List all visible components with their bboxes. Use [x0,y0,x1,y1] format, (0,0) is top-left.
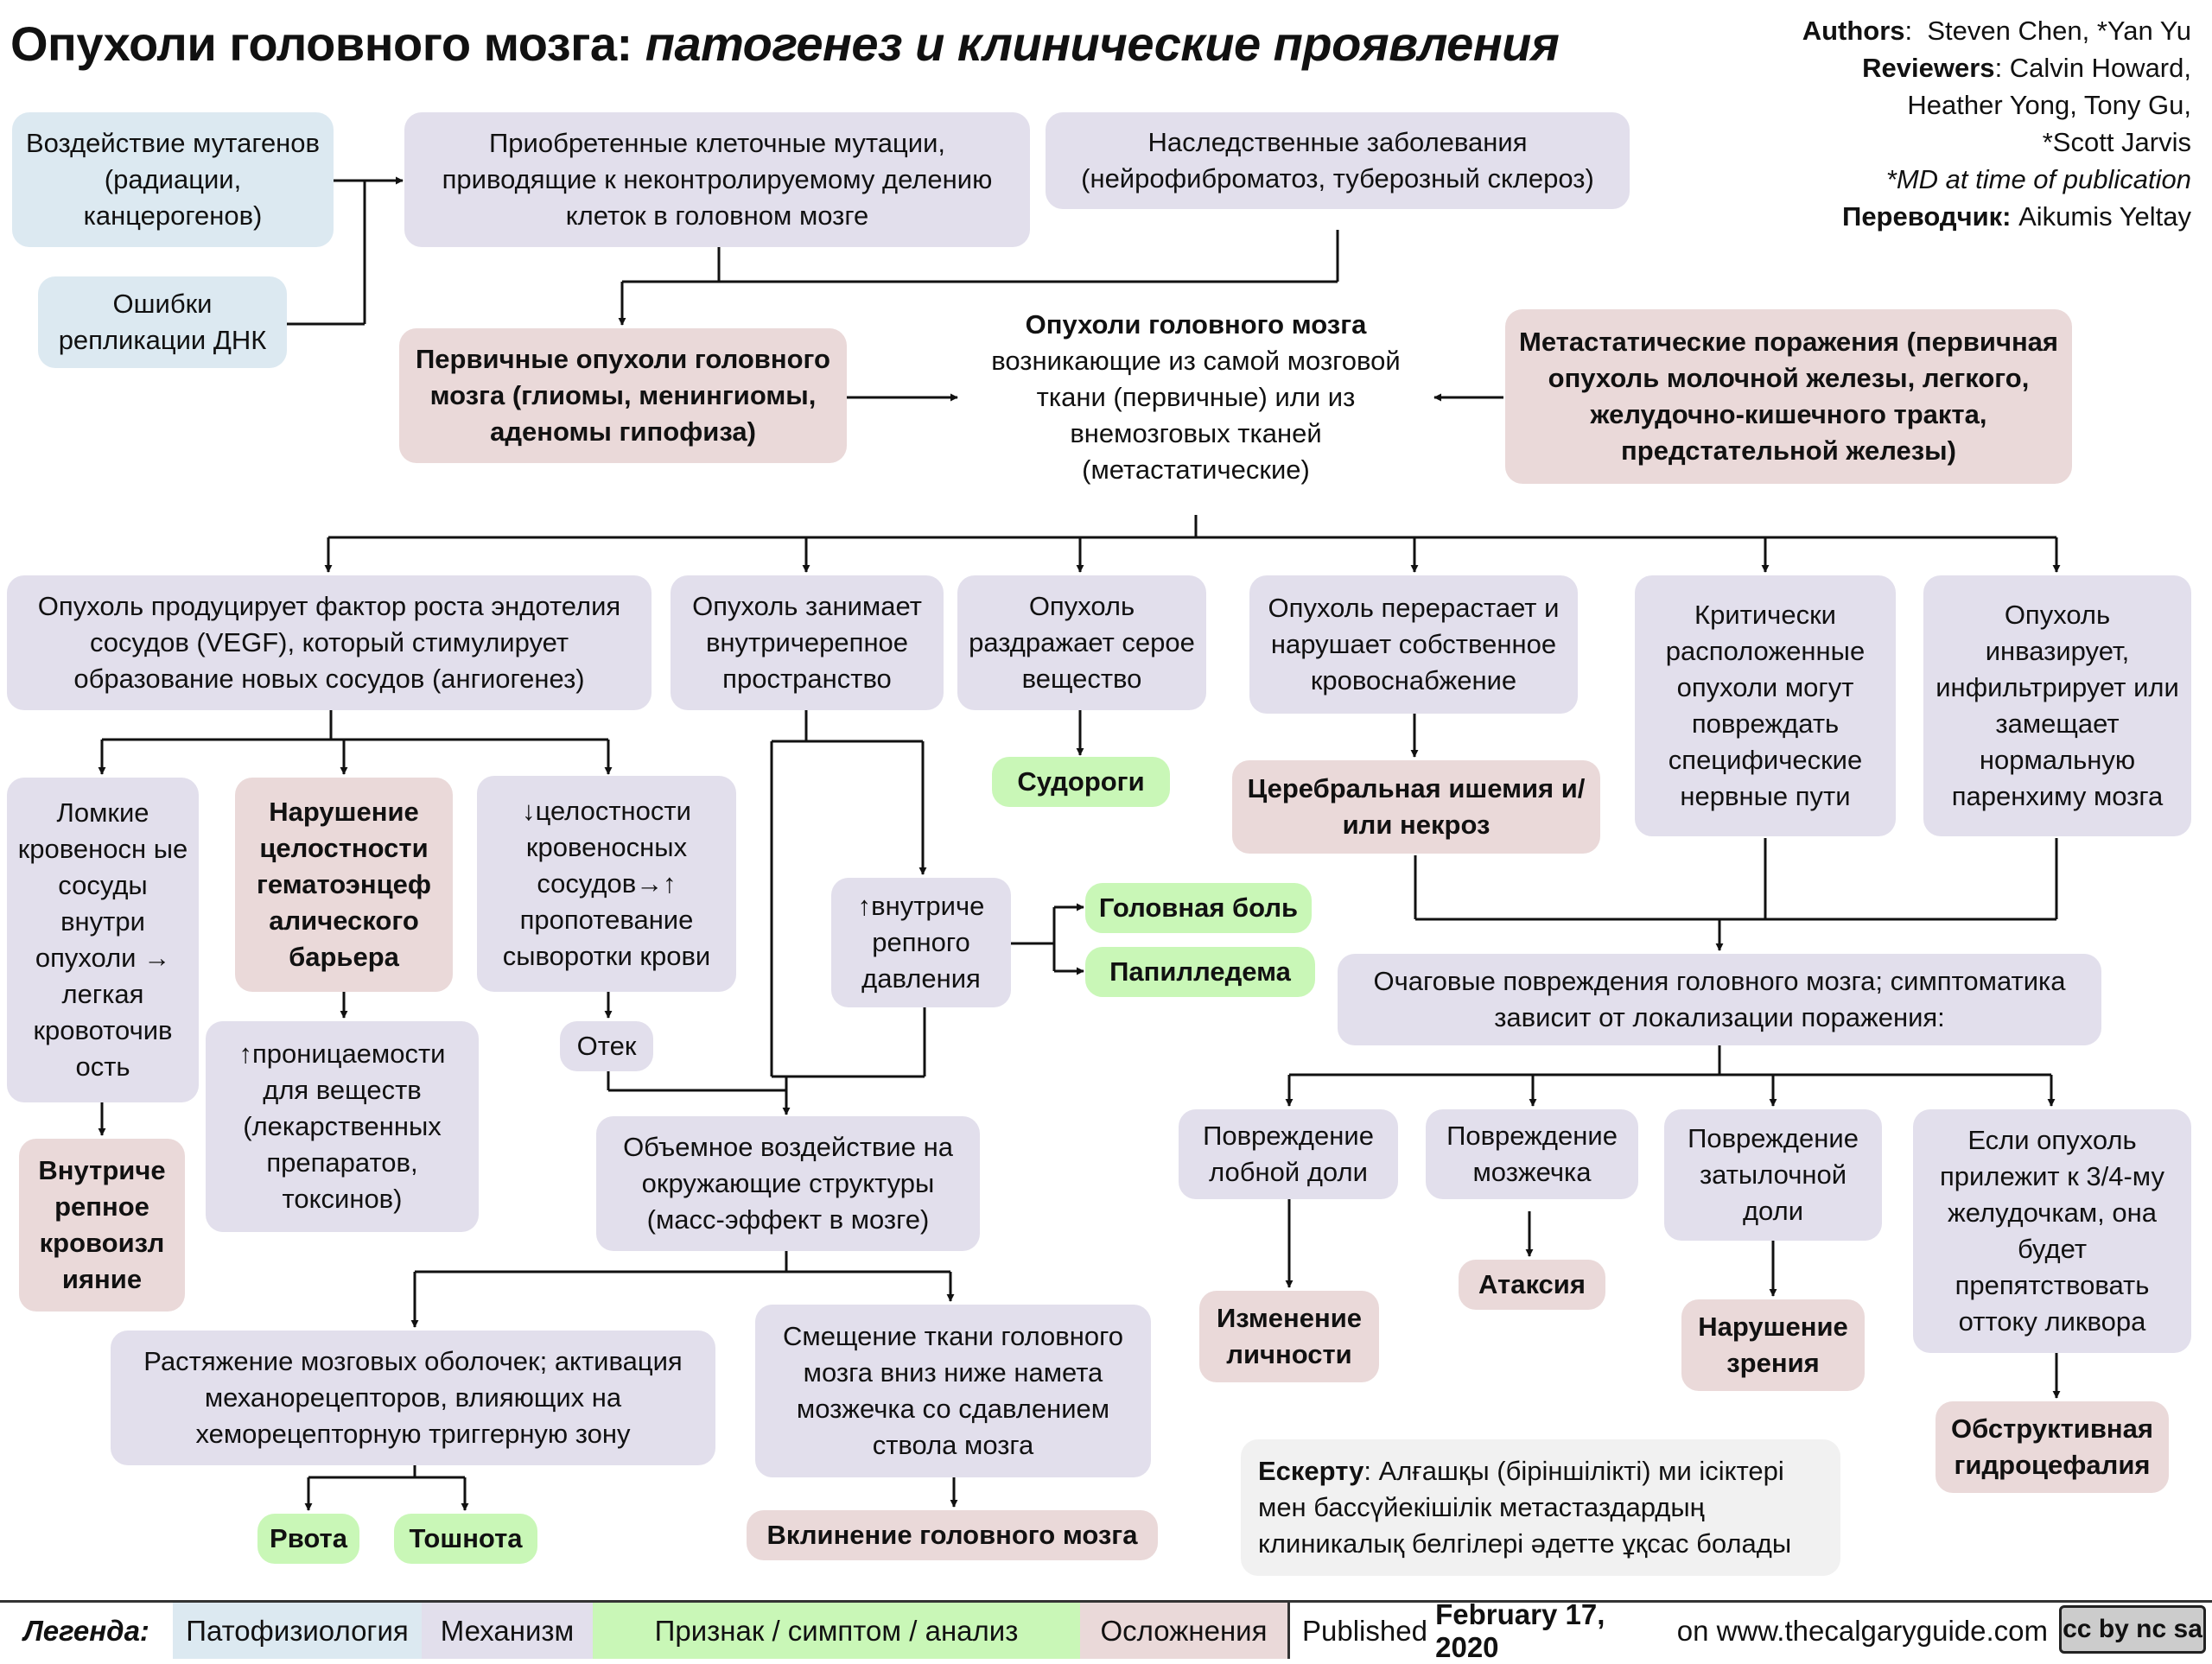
reviewers-value-2: Heather Yong, Tony Gu, [1907,90,2191,120]
node-critical-location: Критически расположенные опухоли могут п… [1635,575,1896,836]
node-ataxia: Атаксия [1459,1260,1605,1310]
node-icp: ↑внутриче репного давления [831,878,1011,1007]
node-fragile-vessels: Ломкие кровеносн ые сосуды внутри опухол… [7,778,199,1102]
legend-mechanism: Механизм [422,1603,593,1659]
node-focal-lesions: Очаговые повреждения головного мозга; си… [1338,954,2101,1045]
node-metastatic: Метастатические поражения (первичная опу… [1505,309,2072,484]
node-seizures: Судороги [992,757,1170,807]
node-vegf: Опухоль продуцирует фактор роста эндотел… [7,575,652,710]
legend-pathophysiology: Патофизиология [173,1603,422,1659]
node-papilledema: Папилледема [1085,947,1315,997]
legend-sign-symptom: Признак / симптом / анализ [593,1603,1080,1659]
published-date: February 17, 2020 [1435,1597,1605,1663]
node-acquired-mutations: Приобретенные клеточные мутации, приводя… [404,112,1030,247]
reviewers-value-3: *Scott Jarvis [2042,127,2191,157]
node-ventricles: Если опухоль прилежит к 3/4-му желудочка… [1913,1109,2191,1353]
note-box: Ескерту: Алғашқы (біріншілікті) ми ісікт… [1241,1439,1840,1576]
legend-complication: Осложнения [1080,1603,1287,1659]
translator-value: Aikumis Yeltay [2018,201,2191,232]
authors-value: Steven Chen, *Yan Yu [1927,16,2191,46]
title-bold: Опухоли головного мозга: [10,16,632,71]
node-bbb-disruption: Нарушение целостности гематоэнцеф аличес… [235,778,453,992]
node-cerebellum: Повреждение мозжечка [1426,1109,1638,1199]
node-outgrows-blood: Опухоль перерастает и нарушает собственн… [1249,575,1578,714]
node-dna-errors: Ошибки репликации ДНК [38,276,287,368]
node-edema: Отек [560,1021,653,1071]
legend-label: Легенда: [23,1614,149,1647]
node-occipital: Повреждение затылочной доли [1664,1109,1882,1241]
node-mass-effect: Объемное воздействие на окружающие струк… [596,1116,980,1251]
node-primary-tumors: Первичные опухоли головного мозга (глиом… [399,328,847,463]
node-ischemia: Церебральная ишемия и/или некроз [1232,760,1600,854]
published-prefix: Published [1302,1614,1436,1647]
node-permeability: ↑проницаемости для веществ (лекарственны… [206,1021,479,1232]
cc-license-text: cc by nc sa [2063,1615,2202,1643]
node-herniation: Вклинение головного мозга [747,1510,1158,1560]
note-label: Ескерту [1258,1456,1364,1486]
node-central: Опухоли головного мозга возникающие из с… [961,302,1431,492]
node-personality: Изменение личности [1199,1291,1379,1382]
translator-label: Переводчик: [1842,201,2012,232]
legend-bar: Легенда: Патофизиология Механизм Признак… [0,1598,2212,1663]
published-suffix: on www.thecalgaryguide.com [1669,1614,2048,1647]
published-line: Published February 17, 2020 on www.theca… [1287,1598,2048,1663]
node-hydrocephalus: Обструктивная гидроцефалия [1936,1401,2169,1493]
node-vessel-integrity: ↓целостности кровеносных сосудов→↑ пропо… [477,776,736,992]
title-italic: патогенез и клинические проявления [645,16,1560,71]
node-frontal: Повреждение лобной доли [1179,1109,1398,1199]
note-text: : Алғашқы (біріншілікті) ми ісіктері мен… [1258,1456,1792,1559]
authors-block: Authors: Steven Chen, *Yan Yu Reviewers:… [1742,12,2191,235]
central-text: возникающие из самой мозговой ткани (пер… [991,346,1401,485]
node-intracranial-hemorrhage: Внутриче репное кровоизл ияние [19,1139,185,1312]
node-mutagens: Воздействие мутагенов (радиации, канцеро… [12,112,334,247]
node-headache: Головная боль [1085,883,1312,933]
reviewers-label: Reviewers [1862,53,1995,83]
reviewers-value-1: Calvin Howard, [2009,53,2191,83]
node-tissue-shift: Смещение ткани головного мозга вниз ниже… [755,1305,1151,1477]
node-hereditary: Наследственные заболевания (нейрофиброма… [1046,112,1630,209]
md-note: *MD at time of publication [1885,164,2191,194]
node-invades: Опухоль инвазирует, инфильтрирует или за… [1923,575,2191,836]
node-irritates-gray: Опухоль раздражает серое вещество [957,575,1206,710]
node-occupies-space: Опухоль занимает внутричерепное простран… [671,575,944,710]
page-title: Опухоли головного мозга: патогенез и кли… [10,16,1560,72]
cc-license-icon: cc by nc sa [2059,1605,2206,1654]
node-vision: Нарушение зрения [1681,1299,1865,1391]
node-meninges: Растяжение мозговых оболочек; активация … [111,1331,715,1465]
node-vomiting: Рвота [257,1514,359,1564]
node-nausea: Тошнота [394,1514,537,1564]
central-title: Опухоли головного мозга [1025,309,1367,340]
authors-label: Authors [1802,16,1905,46]
